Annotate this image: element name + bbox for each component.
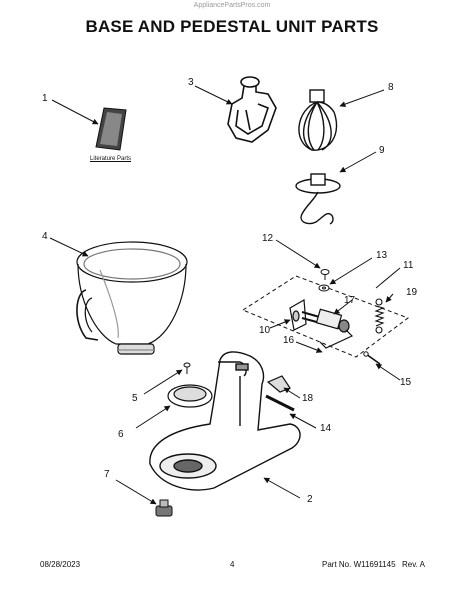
footer-date: 08/28/2023 — [40, 560, 81, 569]
spring — [374, 298, 385, 334]
callout-9: 9 — [379, 145, 385, 156]
pedestal-bracket — [289, 299, 354, 349]
screw-12 — [320, 269, 330, 280]
callout-14: 14 — [320, 423, 332, 434]
wire-whip — [298, 89, 338, 151]
watermark: AppliancePartsPros.com — [193, 2, 271, 9]
callout-12: 12 — [262, 233, 274, 244]
footer-page-number: 4 — [230, 560, 235, 569]
pin — [265, 394, 295, 412]
literature-booklet — [95, 107, 127, 151]
callout-19: 19 — [406, 287, 418, 298]
callout-6: 6 — [118, 429, 124, 440]
mixer-base — [149, 351, 301, 491]
callout-1: 1 — [42, 93, 48, 104]
callout-7: 7 — [104, 469, 110, 480]
assembly-outline — [241, 275, 410, 358]
screw-15 — [363, 351, 381, 365]
rubber-foot — [155, 499, 173, 517]
callout-16: 16 — [283, 335, 295, 346]
callout-15: 15 — [400, 377, 412, 388]
dough-hook — [295, 173, 341, 225]
washer-13 — [318, 284, 330, 292]
literature-parts-label: Literature Parts — [90, 156, 132, 162]
glass-bowl — [76, 241, 188, 355]
flat-beater — [227, 76, 277, 143]
callout-11: 11 — [403, 260, 414, 271]
callout-5: 5 — [132, 393, 138, 404]
callout-10: 10 — [259, 325, 271, 336]
page-title: BASE AND PEDESTAL UNIT PARTS — [85, 17, 379, 36]
footer-part-number: Part No. W11691145 — [322, 560, 396, 569]
callout-18: 18 — [302, 393, 314, 404]
leader-lines — [49, 85, 401, 505]
callout-13: 13 — [376, 250, 388, 261]
callout-4: 4 — [42, 231, 48, 242]
footer-revision: Rev. A — [402, 560, 425, 569]
screw-5 — [183, 362, 191, 374]
base-plate — [167, 384, 213, 408]
callout-8: 8 — [388, 82, 394, 93]
callout-2: 2 — [307, 494, 313, 505]
callout-17: 17 — [344, 295, 356, 306]
callout-3: 3 — [188, 77, 194, 88]
